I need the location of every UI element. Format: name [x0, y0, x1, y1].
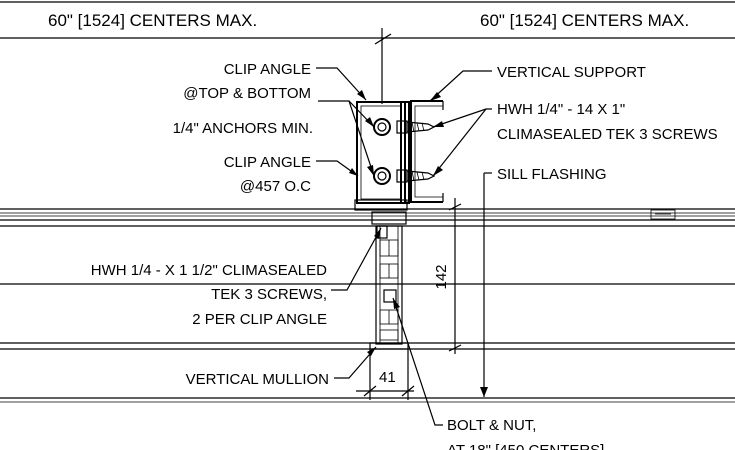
- dimension-41-text: 41: [379, 369, 396, 386]
- label-vertical-support: VERTICAL SUPPORT: [497, 64, 646, 81]
- vertical-support-channel: [410, 100, 444, 203]
- label-sill-flashing: SILL FLASHING: [497, 166, 606, 183]
- clip-angle-bracket: [354, 101, 410, 211]
- sill-flashing-leader: [480, 172, 492, 397]
- centerline: [374, 28, 392, 104]
- label-tek-screws-line1: HWH 1/4 - X 1 1/2" CLIMASEALED: [91, 262, 327, 279]
- leader-lines: [316, 67, 492, 426]
- vertical-mullion-profile: [369, 211, 409, 350]
- horizontal-rails: [0, 208, 735, 403]
- sill-end-profile: [650, 209, 676, 220]
- label-hwh-screws-line2: CLIMASEALED TEK 3 SCREWS: [497, 126, 718, 143]
- label-tek-screws-line2: TEK 3 SCREWS,: [211, 286, 327, 303]
- label-clip-angle-top-line1: CLIP ANGLE: [224, 61, 311, 78]
- label-hwh-screws-line1: HWH 1/4" - 14 X 1": [497, 101, 625, 118]
- header-row: [0, 1, 735, 39]
- label-bolt-nut-line1: BOLT & NUT,: [447, 417, 536, 434]
- dimension-41: [356, 349, 415, 400]
- label-tek-screws-line3: 2 PER CLIP ANGLE: [192, 311, 327, 328]
- header-right-text: 60" [1524] CENTERS MAX.: [480, 11, 689, 30]
- anchor-bottom: [373, 167, 391, 185]
- label-clip-angle-mid-line1: CLIP ANGLE: [224, 154, 311, 171]
- tek-screw-top: [396, 120, 436, 134]
- tek-screw-bottom: [396, 169, 436, 183]
- label-vertical-mullion: VERTICAL MULLION: [186, 371, 329, 388]
- header-left-text: 60" [1524] CENTERS MAX.: [48, 11, 257, 30]
- label-bolt-nut-line2: AT 18" [450 CENTERS]: [447, 442, 604, 450]
- dimension-142: [448, 198, 462, 354]
- label-clip-angle-top-line2: @TOP & BOTTOM: [183, 85, 311, 102]
- anchor-top: [373, 118, 391, 136]
- label-anchors-visible: 1/4" ANCHORS MIN.: [173, 120, 313, 137]
- label-clip-angle-mid-line2: @457 O.C: [240, 178, 311, 195]
- dimension-142-text: 142: [433, 264, 450, 289]
